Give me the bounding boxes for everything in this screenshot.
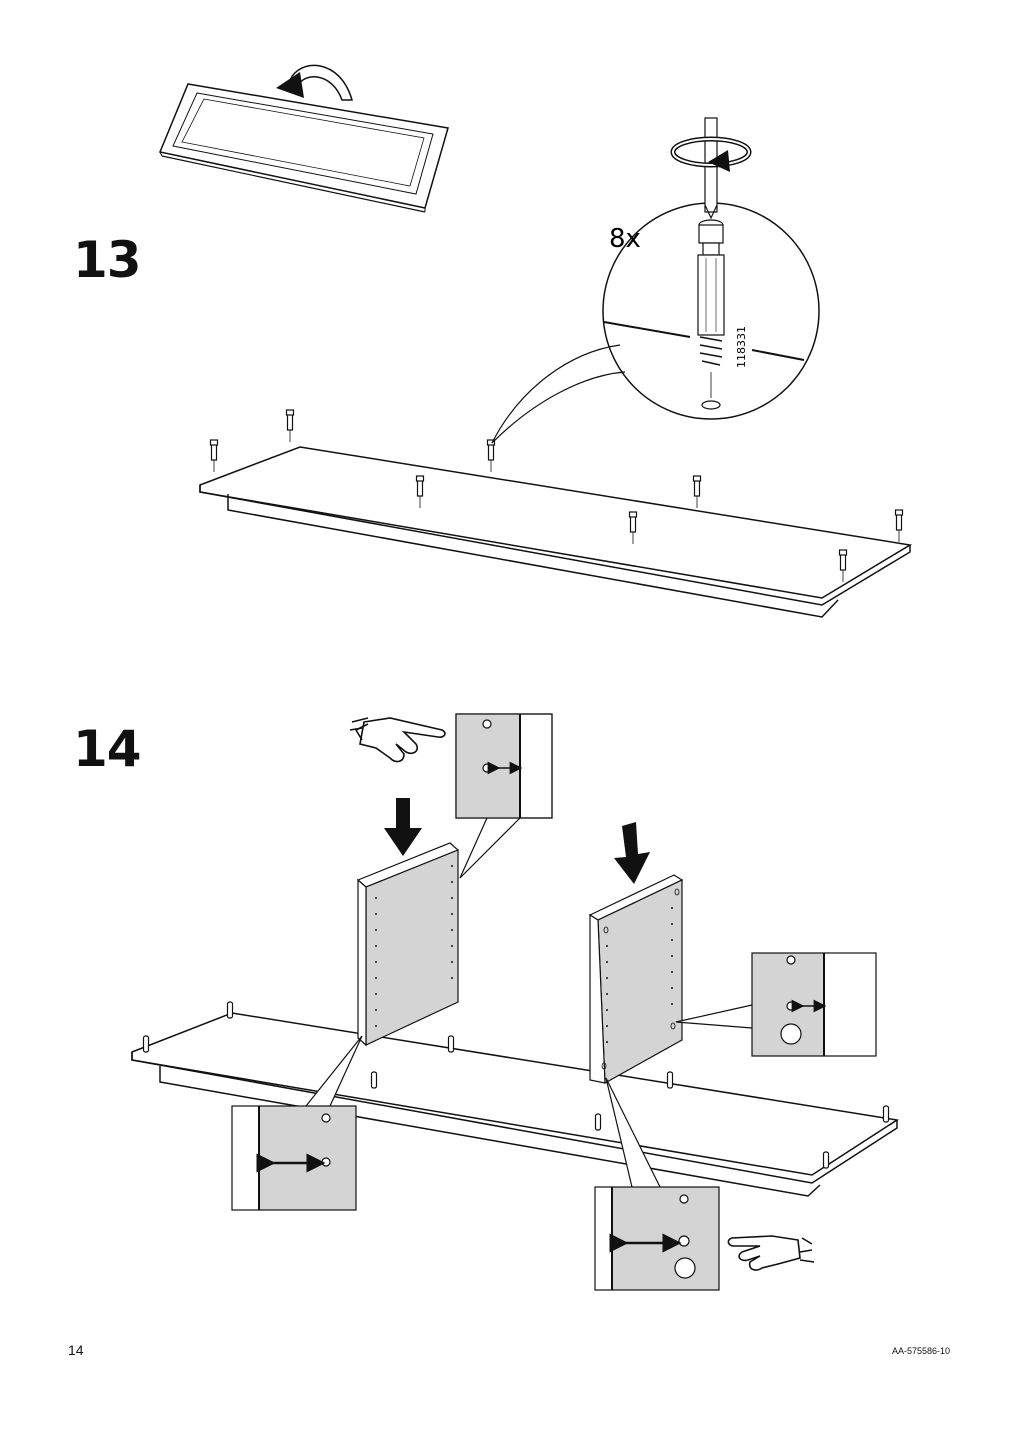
detail-callout-top <box>455 713 553 879</box>
step-14-number: 14 <box>73 720 142 778</box>
quantity-label: 8x <box>609 224 641 254</box>
detail-callout-bottom-right <box>594 1077 720 1291</box>
pointing-hand-icon <box>349 717 446 763</box>
detail-callout-right <box>675 952 877 1057</box>
pointing-hand-icon <box>727 1235 815 1271</box>
side-panel-left <box>356 842 460 1047</box>
dowel-detail-callout <box>491 117 820 444</box>
bottom-board-step13 <box>199 409 913 618</box>
down-arrow-icon <box>384 798 422 856</box>
detail-callout-bottom-left <box>231 1035 363 1211</box>
side-panel-right <box>588 874 684 1084</box>
document-code: AA-575586-10 <box>891 1346 950 1356</box>
page-number: 14 <box>68 1342 84 1358</box>
rotate-arrow-icon <box>276 64 353 101</box>
part-number-label: 118331 <box>735 326 748 368</box>
bottom-board-step14 <box>131 1001 900 1197</box>
down-arrow-icon <box>614 822 650 884</box>
frame-flip-illustration <box>158 83 449 213</box>
step-13-number: 13 <box>73 231 142 289</box>
rotate-clockwise-icon <box>670 136 752 172</box>
